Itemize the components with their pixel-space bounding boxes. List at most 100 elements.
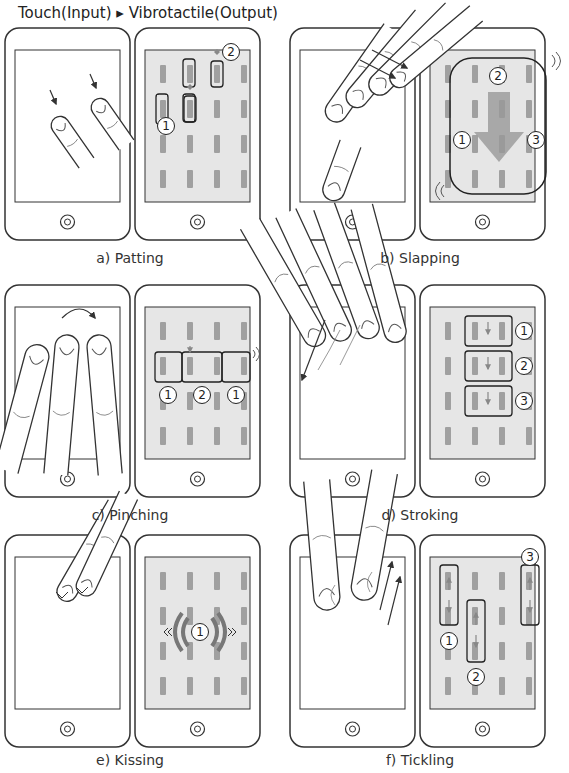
drawing-stroke [59, 348, 74, 356]
home-button [195, 219, 201, 225]
drawing-stroke [253, 347, 260, 361]
finger [304, 479, 341, 611]
vibration-motor [160, 607, 166, 625]
home-button [350, 726, 356, 732]
phone-outline [420, 535, 545, 747]
vibration-motor [241, 572, 247, 590]
vibration-motor [214, 572, 220, 590]
vibration-motor [214, 170, 220, 188]
callout-number: 1 [191, 623, 209, 641]
drawing-stroke [552, 52, 561, 70]
vibration-motor [160, 170, 166, 188]
home-button [476, 472, 490, 486]
active-motor-box [155, 352, 182, 382]
active-motor-box [521, 565, 539, 625]
callout-number: 2 [515, 357, 533, 375]
drawing-stroke [331, 572, 372, 605]
active-motor-box [182, 352, 222, 382]
vibration-motor [187, 322, 193, 340]
panel-caption: d) Stroking [382, 507, 459, 523]
vibration-motor [214, 677, 220, 695]
drawing-stroke [304, 264, 319, 274]
drawing-stroke [92, 348, 107, 356]
vibration-motor [187, 572, 193, 590]
phone-outline [135, 535, 260, 747]
phone-outline [5, 535, 130, 747]
vibration-motor [160, 100, 166, 118]
phone-screen [145, 307, 250, 459]
finger [386, 6, 483, 92]
home-button [480, 219, 486, 225]
vibration-motor [472, 65, 478, 83]
vibration-motor [214, 135, 220, 153]
drawing-stroke [96, 105, 108, 115]
vibration-motor [241, 322, 247, 340]
vibration-motor [241, 100, 247, 118]
vibration-motor [499, 677, 505, 695]
drawing-stroke [357, 578, 374, 588]
callout-number: 2 [467, 668, 485, 686]
callout-number: 3 [515, 392, 533, 410]
vibration-motor [499, 572, 505, 590]
home-button [350, 476, 356, 482]
vibration-motor [160, 322, 166, 340]
drawing-stroke [107, 121, 118, 129]
active-motor-box [467, 600, 485, 662]
vibration-motor [187, 65, 193, 83]
drawing-stroke [304, 479, 341, 611]
drawing-stroke [318, 325, 360, 370]
vibration-motor [499, 607, 505, 625]
home-button [65, 726, 71, 732]
drawing-stroke [13, 412, 30, 419]
drawing-stroke [353, 87, 367, 100]
home-button [476, 722, 490, 736]
motion-arrow [388, 577, 400, 625]
drawing-stroke [160, 100, 166, 118]
callout-number: 2 [489, 67, 507, 85]
finger [320, 140, 361, 204]
drawing-stroke [44, 334, 80, 476]
finger [48, 113, 94, 168]
drawing-stroke [62, 583, 75, 594]
vibration-motor [160, 642, 166, 660]
active-motor-box [440, 565, 458, 625]
vibration-motor [472, 642, 478, 660]
phone-outline [135, 285, 260, 497]
vibration-motor [499, 392, 505, 410]
vibration-motor [499, 357, 505, 375]
motion-arrow [475, 613, 476, 625]
phone-screen [145, 50, 250, 202]
vibration-motor [445, 677, 451, 695]
drawing-stroke [214, 49, 220, 55]
active-motor-box [450, 58, 546, 194]
vibration-motor [160, 572, 166, 590]
drawing-stroke [88, 95, 134, 150]
vibration-motor [187, 170, 193, 188]
home-button [65, 476, 71, 482]
drawing-stroke [101, 535, 115, 543]
vibration-motor [187, 100, 193, 118]
vibration-motor [472, 322, 478, 340]
motion-arrow [529, 600, 530, 612]
vibration-motor [187, 677, 193, 695]
vibration-motor [241, 357, 247, 375]
home-button [476, 215, 490, 229]
vibration-motor [499, 170, 505, 188]
callout-number: 1 [227, 386, 245, 404]
motion-arrow [372, 50, 407, 68]
vibration-motor [214, 427, 220, 445]
home-button [191, 215, 205, 229]
drawing-stroke [28, 356, 44, 366]
drawing-stroke [53, 411, 70, 416]
vibration-motor [241, 607, 247, 625]
motion-arrow [487, 357, 488, 369]
vibration-motor [472, 100, 478, 118]
vibration-motor [214, 392, 220, 410]
drawing-stroke [0, 342, 52, 474]
active-motor-box [222, 352, 250, 382]
vibration-motor [526, 677, 532, 695]
active-motor-box [183, 59, 195, 87]
drawing-stroke [86, 334, 122, 476]
callout-number: 1 [515, 322, 533, 340]
home-button [480, 476, 486, 482]
